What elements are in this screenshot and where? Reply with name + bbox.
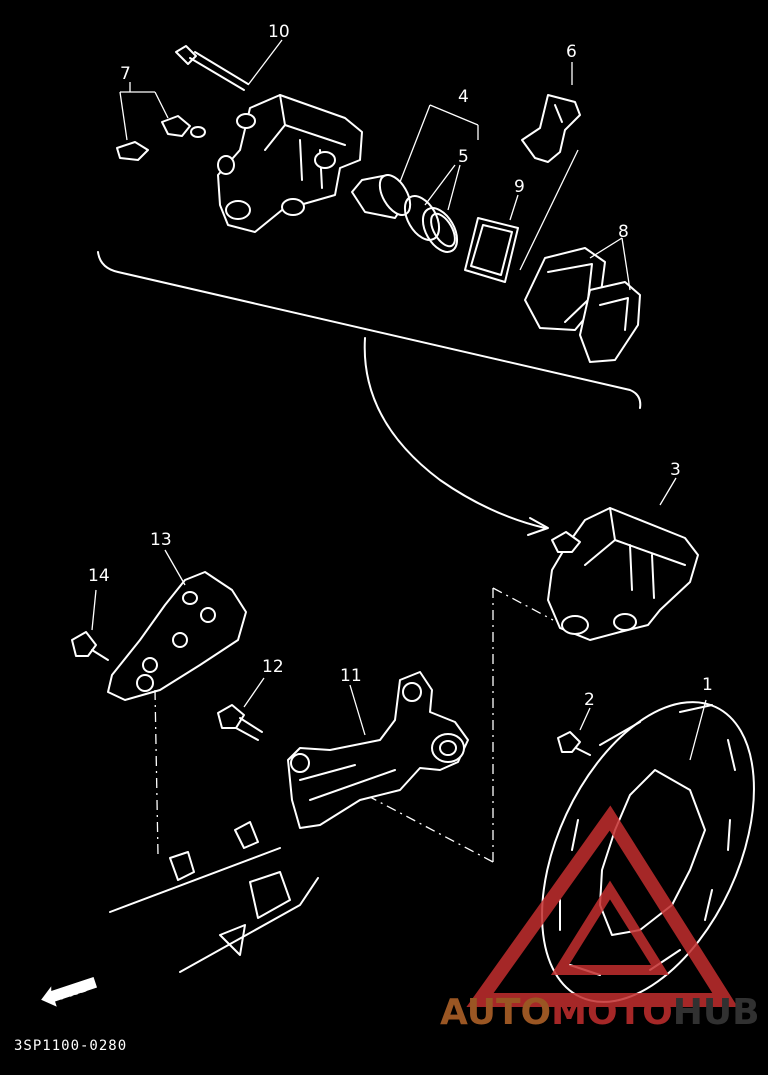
svg-text:AUTOMOTOHUB: AUTOMOTOHUB [440, 992, 760, 1033]
callout-5: 5 [458, 147, 469, 167]
callout-9: 9 [514, 177, 525, 197]
pad-shim [464, 194, 519, 283]
bleed-screw [116, 82, 206, 161]
assembly-bracket [97, 251, 642, 409]
assembly-arrow [363, 337, 546, 529]
diagram-code: 3SP1100-0280 [14, 1038, 127, 1054]
piston [351, 104, 479, 219]
disc-bolt [557, 707, 591, 756]
callout-14: 14 [88, 566, 110, 586]
pin-bolt [175, 39, 283, 91]
callout-13: 13 [150, 530, 172, 550]
callout-3: 3 [670, 460, 681, 480]
caliper-exploded [217, 94, 363, 233]
callout-8: 8 [618, 222, 629, 242]
fwd-marker: FWD [38, 975, 99, 1010]
piston-seals [403, 164, 461, 253]
watermark-moto: MOTO [551, 992, 673, 1033]
callout-7: 7 [120, 64, 131, 84]
callout-6: 6 [566, 42, 577, 62]
callout-2: 2 [584, 690, 595, 710]
watermark-logo: AUTOMOTOHUB [440, 805, 760, 1033]
torque-plate [107, 549, 247, 701]
caliper-bracket [287, 671, 469, 829]
fwd-label: FWD [57, 980, 91, 1003]
brake-pads [524, 237, 641, 363]
pad-spring [519, 62, 581, 271]
plate-bolt [71, 589, 109, 661]
watermark-auto: AUTO [440, 992, 551, 1033]
caliper-assembly [547, 477, 699, 641]
callout-12: 12 [262, 657, 284, 677]
callout-10: 10 [268, 22, 290, 42]
callout-11: 11 [340, 666, 362, 686]
swingarm [109, 689, 319, 973]
watermark-hub: HUB [673, 992, 760, 1033]
watermark-triangle-icon [466, 805, 738, 1007]
callout-1: 1 [702, 675, 713, 695]
bracket-bolt [217, 677, 265, 741]
callout-4: 4 [458, 87, 469, 107]
